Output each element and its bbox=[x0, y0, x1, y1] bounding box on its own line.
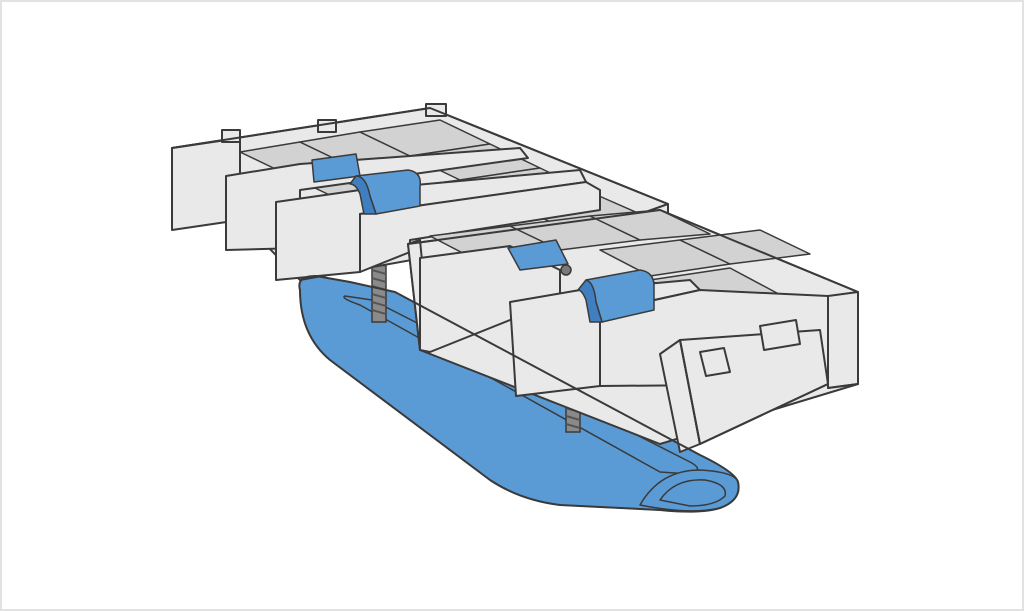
clip-upper-left bbox=[311, 153, 421, 215]
clip-lower-right bbox=[507, 239, 655, 323]
outlines bbox=[171, 107, 859, 513]
